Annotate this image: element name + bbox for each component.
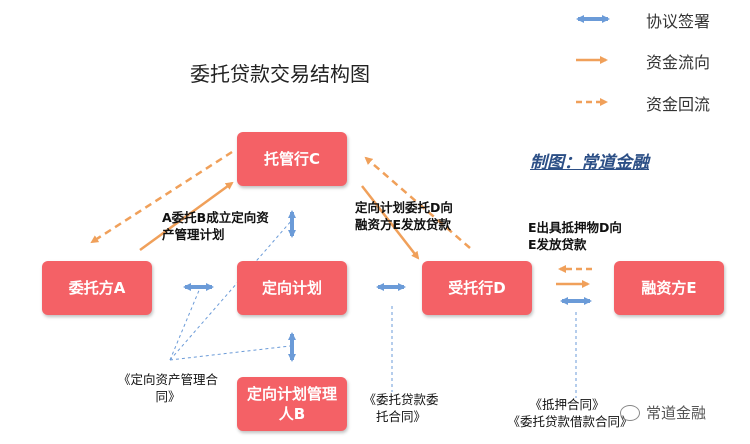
connector-asset-mgmt-2 <box>169 287 201 361</box>
node-borrower-e: 融资方E <box>614 261 724 315</box>
annotation-plan-to-d: 定向计划委托D向融资方E发放贷款 <box>355 200 453 232</box>
node-directed-plan: 定向计划 <box>237 261 347 315</box>
legend-label-agreement: 协议签署 <box>646 12 711 31</box>
annotation-a-to-c: A委托B成立定向资产管理计划 <box>162 210 269 242</box>
arrow-c-to-a-return <box>90 150 233 244</box>
contract-mortgage: 《抵押合同》 <box>529 397 605 412</box>
connector-asset-mgmt-1 <box>169 219 293 361</box>
arrow-a-to-c <box>139 181 234 252</box>
node-principal-a: 委托方A <box>42 261 152 315</box>
contract-connectors <box>169 219 577 398</box>
wechat-icon <box>620 404 640 421</box>
legend-label-return: 资金回流 <box>646 95 711 114</box>
contract-asset-management: 《定向资产管理合同》 <box>118 372 219 404</box>
watermark-text: 常道金融 <box>646 404 707 422</box>
credit-label: 制图：常道金融 <box>530 153 649 173</box>
contract-entrust: 《委托贷款委托合同》 <box>363 392 439 424</box>
node-plan-manager-b: 定向计划管理人B <box>237 377 347 431</box>
contract-loan: 《委托贷款借款合同》 <box>507 414 633 429</box>
legend-label-flow: 资金流向 <box>646 53 711 72</box>
node-trustee-d: 受托行D <box>422 261 532 315</box>
diagram-title: 委托贷款交易结构图 <box>190 62 370 86</box>
annotation-e-d: E出具抵押物D向E发放贷款 <box>528 220 622 252</box>
watermark: 常道金融 <box>620 402 706 423</box>
node-custodian-c: 托管行C <box>237 132 347 186</box>
connector-asset-mgmt-3 <box>169 345 291 361</box>
arrow-c-to-d <box>361 185 420 260</box>
arrow-d-to-c-return <box>364 156 471 249</box>
